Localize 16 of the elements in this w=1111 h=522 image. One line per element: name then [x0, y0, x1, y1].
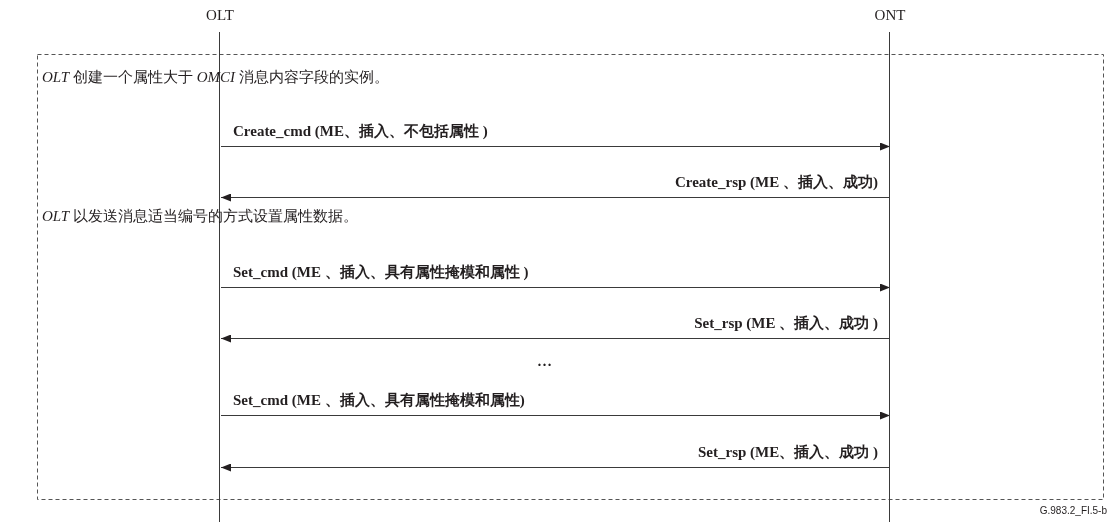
arrow — [220, 193, 891, 202]
arrow — [220, 334, 891, 343]
edge-label: Set_rsp (ME、插入、成功 ) — [698, 443, 878, 461]
edge-label: Create_cmd (ME、插入、不包括属性 ) — [233, 122, 488, 140]
arrow — [220, 463, 891, 472]
arrow — [220, 283, 891, 292]
lifeline-label: ONT — [873, 6, 907, 24]
figure-id: G.983.2_FI.5-b — [1039, 505, 1107, 517]
ellipsis: … — [537, 352, 552, 370]
arrow — [220, 411, 891, 420]
edge-label: Set_rsp (ME 、插入、成功 ) — [694, 314, 878, 332]
arrow — [220, 142, 891, 151]
edge-label: Create_rsp (ME 、插入、成功) — [674, 173, 878, 191]
edge-label: Set_cmd (ME 、插入、具有属性掩模和属性) — [233, 391, 525, 409]
edge-label: Set_cmd (ME 、插入、具有属性掩模和属性 ) — [233, 263, 529, 281]
lifeline-label: OLT — [205, 6, 235, 24]
